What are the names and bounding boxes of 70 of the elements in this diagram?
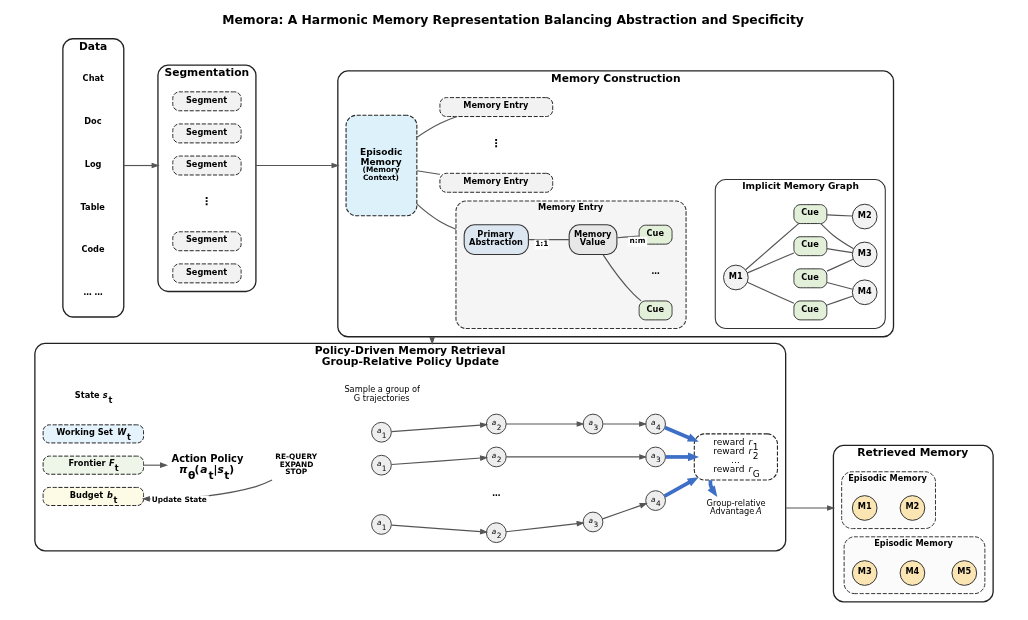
node-box: Segment xyxy=(172,263,242,284)
label: Sample a group of G trajectories xyxy=(344,383,420,403)
arrow xyxy=(390,524,489,535)
arrow xyxy=(505,520,585,533)
node-box: Segment xyxy=(172,123,242,144)
node-text: Table xyxy=(80,201,105,212)
connector xyxy=(826,258,854,272)
arrow xyxy=(505,454,648,460)
node-text: Chat xyxy=(82,73,104,84)
connector xyxy=(416,203,457,230)
arrow xyxy=(123,162,160,169)
arrow xyxy=(785,505,836,511)
connector xyxy=(820,223,855,250)
edge-label: Update State xyxy=(151,494,207,504)
arrow xyxy=(390,422,489,433)
node-circle: M5 xyxy=(951,560,978,586)
node-box: Segment xyxy=(172,91,242,112)
label: … … xyxy=(83,287,103,298)
node-text: Code xyxy=(81,244,105,255)
connector xyxy=(602,254,642,302)
arrow xyxy=(390,455,489,466)
label: … xyxy=(492,488,501,499)
label: … xyxy=(651,265,660,276)
arrow xyxy=(505,421,585,427)
label: ⋮ xyxy=(490,136,502,150)
connector xyxy=(416,115,458,138)
node-box: Segment xyxy=(172,231,242,252)
node-box: Memory Entry xyxy=(439,97,554,118)
diagram-title: Memora: A Harmonic Memory Representation Balancing Abstraction and Specificity xyxy=(222,12,804,27)
arrow xyxy=(602,503,648,520)
node-text: Doc xyxy=(84,115,102,126)
node-box: Segment xyxy=(172,155,242,176)
node-box: Cue xyxy=(793,268,828,289)
node-box: Cue xyxy=(793,204,828,225)
connector xyxy=(826,295,854,306)
node-text: Log xyxy=(84,158,102,169)
connector xyxy=(826,281,854,290)
node-text: RE-QUERY EXPAND STOP xyxy=(275,452,318,476)
connector xyxy=(746,252,795,274)
connector xyxy=(416,170,441,175)
edge-label: 1:1 xyxy=(535,238,549,248)
node-box: Cue xyxy=(793,300,828,321)
node-box: Memory Entry xyxy=(439,172,554,193)
arrow xyxy=(663,477,699,498)
node-circle: M2 xyxy=(851,203,878,230)
node-circle: M1 xyxy=(851,495,878,521)
node-box: Primary Abstraction xyxy=(463,224,529,255)
node-box: Cue xyxy=(638,300,673,321)
node-box: Episodic Memory (Memory Context) xyxy=(345,114,418,217)
connector xyxy=(746,281,795,304)
arrow xyxy=(664,425,699,442)
connector xyxy=(527,239,570,241)
connector xyxy=(826,214,853,217)
node-box: Memory Value xyxy=(568,224,618,255)
connector xyxy=(745,223,800,271)
node-circle: M3 xyxy=(851,241,878,268)
edge-label: n:m xyxy=(629,235,646,245)
arrow xyxy=(255,162,340,169)
node-circle: M4 xyxy=(851,279,878,306)
node-box: Cue xyxy=(793,236,828,257)
arrow xyxy=(665,452,699,462)
node-circle: M4 xyxy=(899,560,926,586)
connector xyxy=(826,248,853,254)
node-text: Group-relative Advantage A xyxy=(706,497,766,516)
connector xyxy=(616,235,640,239)
node-circle: M1 xyxy=(723,264,749,291)
label: ⋮ xyxy=(201,195,213,209)
arrow xyxy=(602,421,648,427)
node-circle: M3 xyxy=(851,560,878,586)
node-circle: M2 xyxy=(899,495,926,521)
